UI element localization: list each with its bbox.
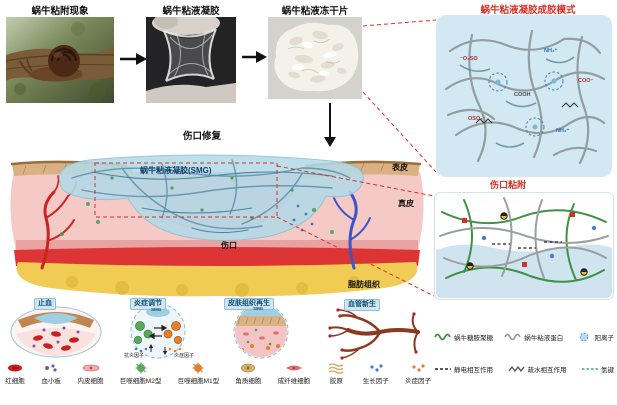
keratinocyte-icon [241,363,256,373]
caption-wound-adhesion: 伤口粘附 [489,180,526,190]
legend-item-red-blood-cell: 红细胞 [5,362,25,385]
legend-label: 胶原 [329,378,343,385]
legend-item-keratinocyte: 角质细胞 [235,362,261,385]
legend-item-snail-mucin-protein: 蜗牛粘液蛋白 [504,332,563,342]
platelet-icon [45,364,57,372]
legend-item-endothelial-cell: 内皮细胞 [78,362,104,385]
tag-angiogenesis: 血管新生 [344,299,380,311]
panel-regeneration [212,302,310,360]
inflammation-illustration [130,303,186,359]
gelation-mode-panel [436,15,612,177]
legend-item-snail-glycosaminoglycan: 蜗牛糖胺聚糖 [434,332,493,342]
label-inflammatory-factor: 炎症因子 [173,353,194,359]
hydrophobic-interaction-icon [507,365,525,373]
electrostatic-interaction-icon [435,368,451,370]
caption-snail-mucus-gel: 蜗牛粘液凝胶 [162,6,220,17]
molecule-legend-row-1: 蜗牛糖胺聚糖 蜗牛粘液蛋白 阳离子 [434,332,614,342]
label-wound: 伤口 [221,241,237,250]
chem-label-sulfate-2: OSO₃⁻ [468,116,486,122]
macrophage-m1-icon [192,362,204,374]
snail-photo-illustration [6,17,114,103]
chem-label-cooh: COOH [514,92,531,98]
tag-inflammation: 炎症调节 [130,298,166,310]
freeze-dried-photo-illustration [268,17,362,99]
label-smg-inflammation: SMG [151,307,162,312]
legend-label: 疏水相互作用 [527,367,567,374]
hemostasis-illustration [10,306,102,358]
legend-label: 静电相互作用 [454,367,493,374]
legend-item-macrophage-m2: 巨噬细胞M2型 [119,362,162,385]
legend-item-collagen: 胶原 [326,362,346,385]
label-anti-inflammatory-factor: 抗炎因子 [123,353,144,359]
legend-label: 巨噬细胞M2型 [119,378,162,385]
endothelial-cell-icon [82,364,99,372]
legend-item-platelet: 血小板 [41,362,61,385]
legend-item-growth-factor: 生长因子 [363,362,389,385]
molecule-legend-row-2: 静电相互作用 疏水相互作用 氢键 [434,364,614,374]
legend-label: 阳离子 [594,335,615,342]
label-epidermis: 表皮 [392,163,408,172]
wound-cross-section [2,148,432,298]
panel-hemostasis [8,302,104,360]
hydrogen-bond-icon [582,368,598,370]
legend-label: 内皮细胞 [77,378,104,385]
collagen-icon [329,363,344,374]
legend-label: 蜗牛糖胺聚糖 [454,335,493,342]
photo-mucus-gel-stretch [146,17,236,103]
tag-regeneration: 皮肤组织再生 [224,298,274,310]
regeneration-illustration [233,303,289,359]
inflammatory-factor-icon [412,364,425,372]
legend-label: 血小板 [41,378,62,385]
panel-angiogenesis [318,302,424,360]
panel-inflammation [110,302,206,360]
label-smg-regeneration: SMG [253,306,264,311]
wound-adhesion-panel [434,192,614,300]
skin-wound-illustration [10,154,424,297]
legend-label: 成纤维细胞 [277,378,311,385]
chem-label-sulfate-1: ⁻O₃SO [460,56,478,62]
growth-factor-icon [370,364,383,372]
legend-item-fibroblast: 成纤维细胞 [277,362,311,385]
label-smg-gel: 蜗牛粘液凝胶(SMG) [140,166,212,175]
legend-item-inflammatory-factor: 炎症因子 [405,362,431,385]
chem-label-amine-1: NH₃⁺ [544,48,558,54]
legend-item-cation: 阳离子 [575,332,615,342]
legend-item-electrostatic-interaction: 静电相互作用 [434,364,493,374]
legend-label: 氢键 [601,367,614,374]
label-dermis: 真皮 [398,199,414,208]
chem-label-carboxylate: COO⁻ [578,78,594,84]
legend-label: 角质细胞 [235,378,262,385]
caption-freeze-dried-sheet: 蜗牛粘液冻干片 [281,6,349,17]
down-arrow-icon [324,103,336,147]
fibroblast-icon [285,365,302,371]
gelation-network-illustration [436,15,612,177]
legend-label: 巨噬细胞M1型 [177,378,220,385]
mucin-protein-icon [504,333,522,341]
caption-gelation-mode: 蜗牛粘液凝胶成胶模式 [480,5,576,16]
legend-item-hydrogen-bond: 氢键 [581,364,614,374]
macrophage-m2-icon [135,362,147,374]
molecule-legend: 蜗牛糖胺聚糖 蜗牛粘液蛋白 阳离子 静电相互作用 [434,332,614,374]
photo-freeze-dried-sheet [268,17,362,99]
glycosaminoglycan-icon [434,333,451,341]
legend-label: 红细胞 [5,378,25,385]
cation-icon [579,332,588,342]
adhesion-network-illustration [434,192,614,300]
section-title-wound-repair: 伤口修复 [182,131,221,142]
legend-item-macrophage-m1: 巨噬细胞M1型 [177,362,220,385]
legend-label: 生长因子 [362,378,389,385]
legend-label: 蜗牛粘液蛋白 [524,335,564,342]
angiogenesis-illustration [328,308,420,360]
legend-item-hydrophobic-interaction: 疏水相互作用 [507,364,567,374]
chem-label-amine-2: NH₃⁺ [556,128,570,134]
photo-snail-adhesion [6,17,114,103]
label-fat-tissue: 脂肪组织 [348,280,380,289]
tag-hemostasis: 止血 [34,298,56,310]
cell-legend: 红细胞 血小板 内皮细胞 巨噬细胞M2型 [5,362,431,385]
red-blood-cell-icon [8,364,22,372]
caption-snail-adhesion: 蜗牛粘附现象 [31,6,89,17]
legend-label: 炎症因子 [404,378,431,385]
gel-photo-illustration [146,17,236,103]
